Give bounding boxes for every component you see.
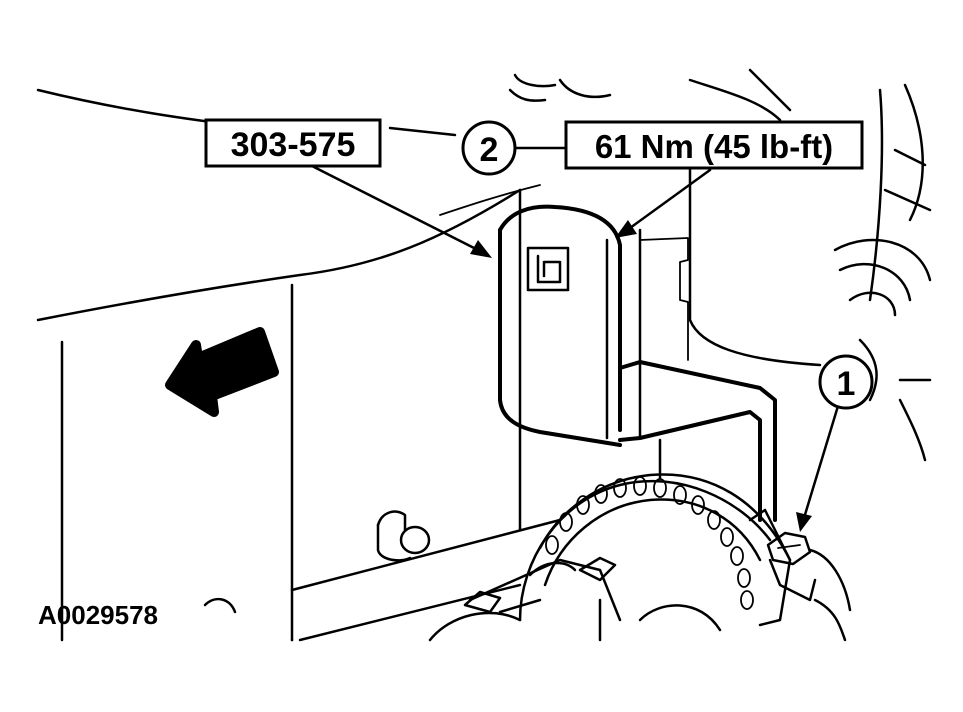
tool-number-label: 303-575 (231, 126, 356, 164)
torque-leader-line (628, 168, 712, 230)
figure-id-label: A0029578 (38, 600, 158, 630)
timing-chain-sprocket (518, 438, 792, 627)
tool-number-callout: 303-575 (204, 118, 382, 168)
item-1-number: 1 (837, 365, 856, 403)
torque-leader-arrowhead (615, 220, 637, 238)
direction-arrow-icon (165, 327, 279, 417)
special-tool-bracket (498, 204, 777, 522)
item-1-callout: 1 (818, 354, 874, 410)
torque-spec-label: 61 Nm (45 lb-ft) (595, 128, 833, 165)
bolt-item-1 (766, 531, 852, 642)
camshaft-assembly (428, 556, 722, 642)
engine-outline (36, 68, 932, 642)
item-2-number: 2 (480, 131, 499, 169)
chain-links (545, 476, 754, 610)
item1-leader-line (802, 404, 840, 520)
leader-lines (310, 146, 840, 532)
tool-leader-arrowhead (470, 240, 492, 258)
item-2-callout: 2 (461, 120, 517, 176)
locating-pin (376, 510, 431, 562)
torque-spec-callout: 61 Nm (45 lb-ft) (564, 120, 864, 170)
tool-leader-line (310, 164, 480, 252)
item1-leader-arrowhead (796, 512, 812, 532)
